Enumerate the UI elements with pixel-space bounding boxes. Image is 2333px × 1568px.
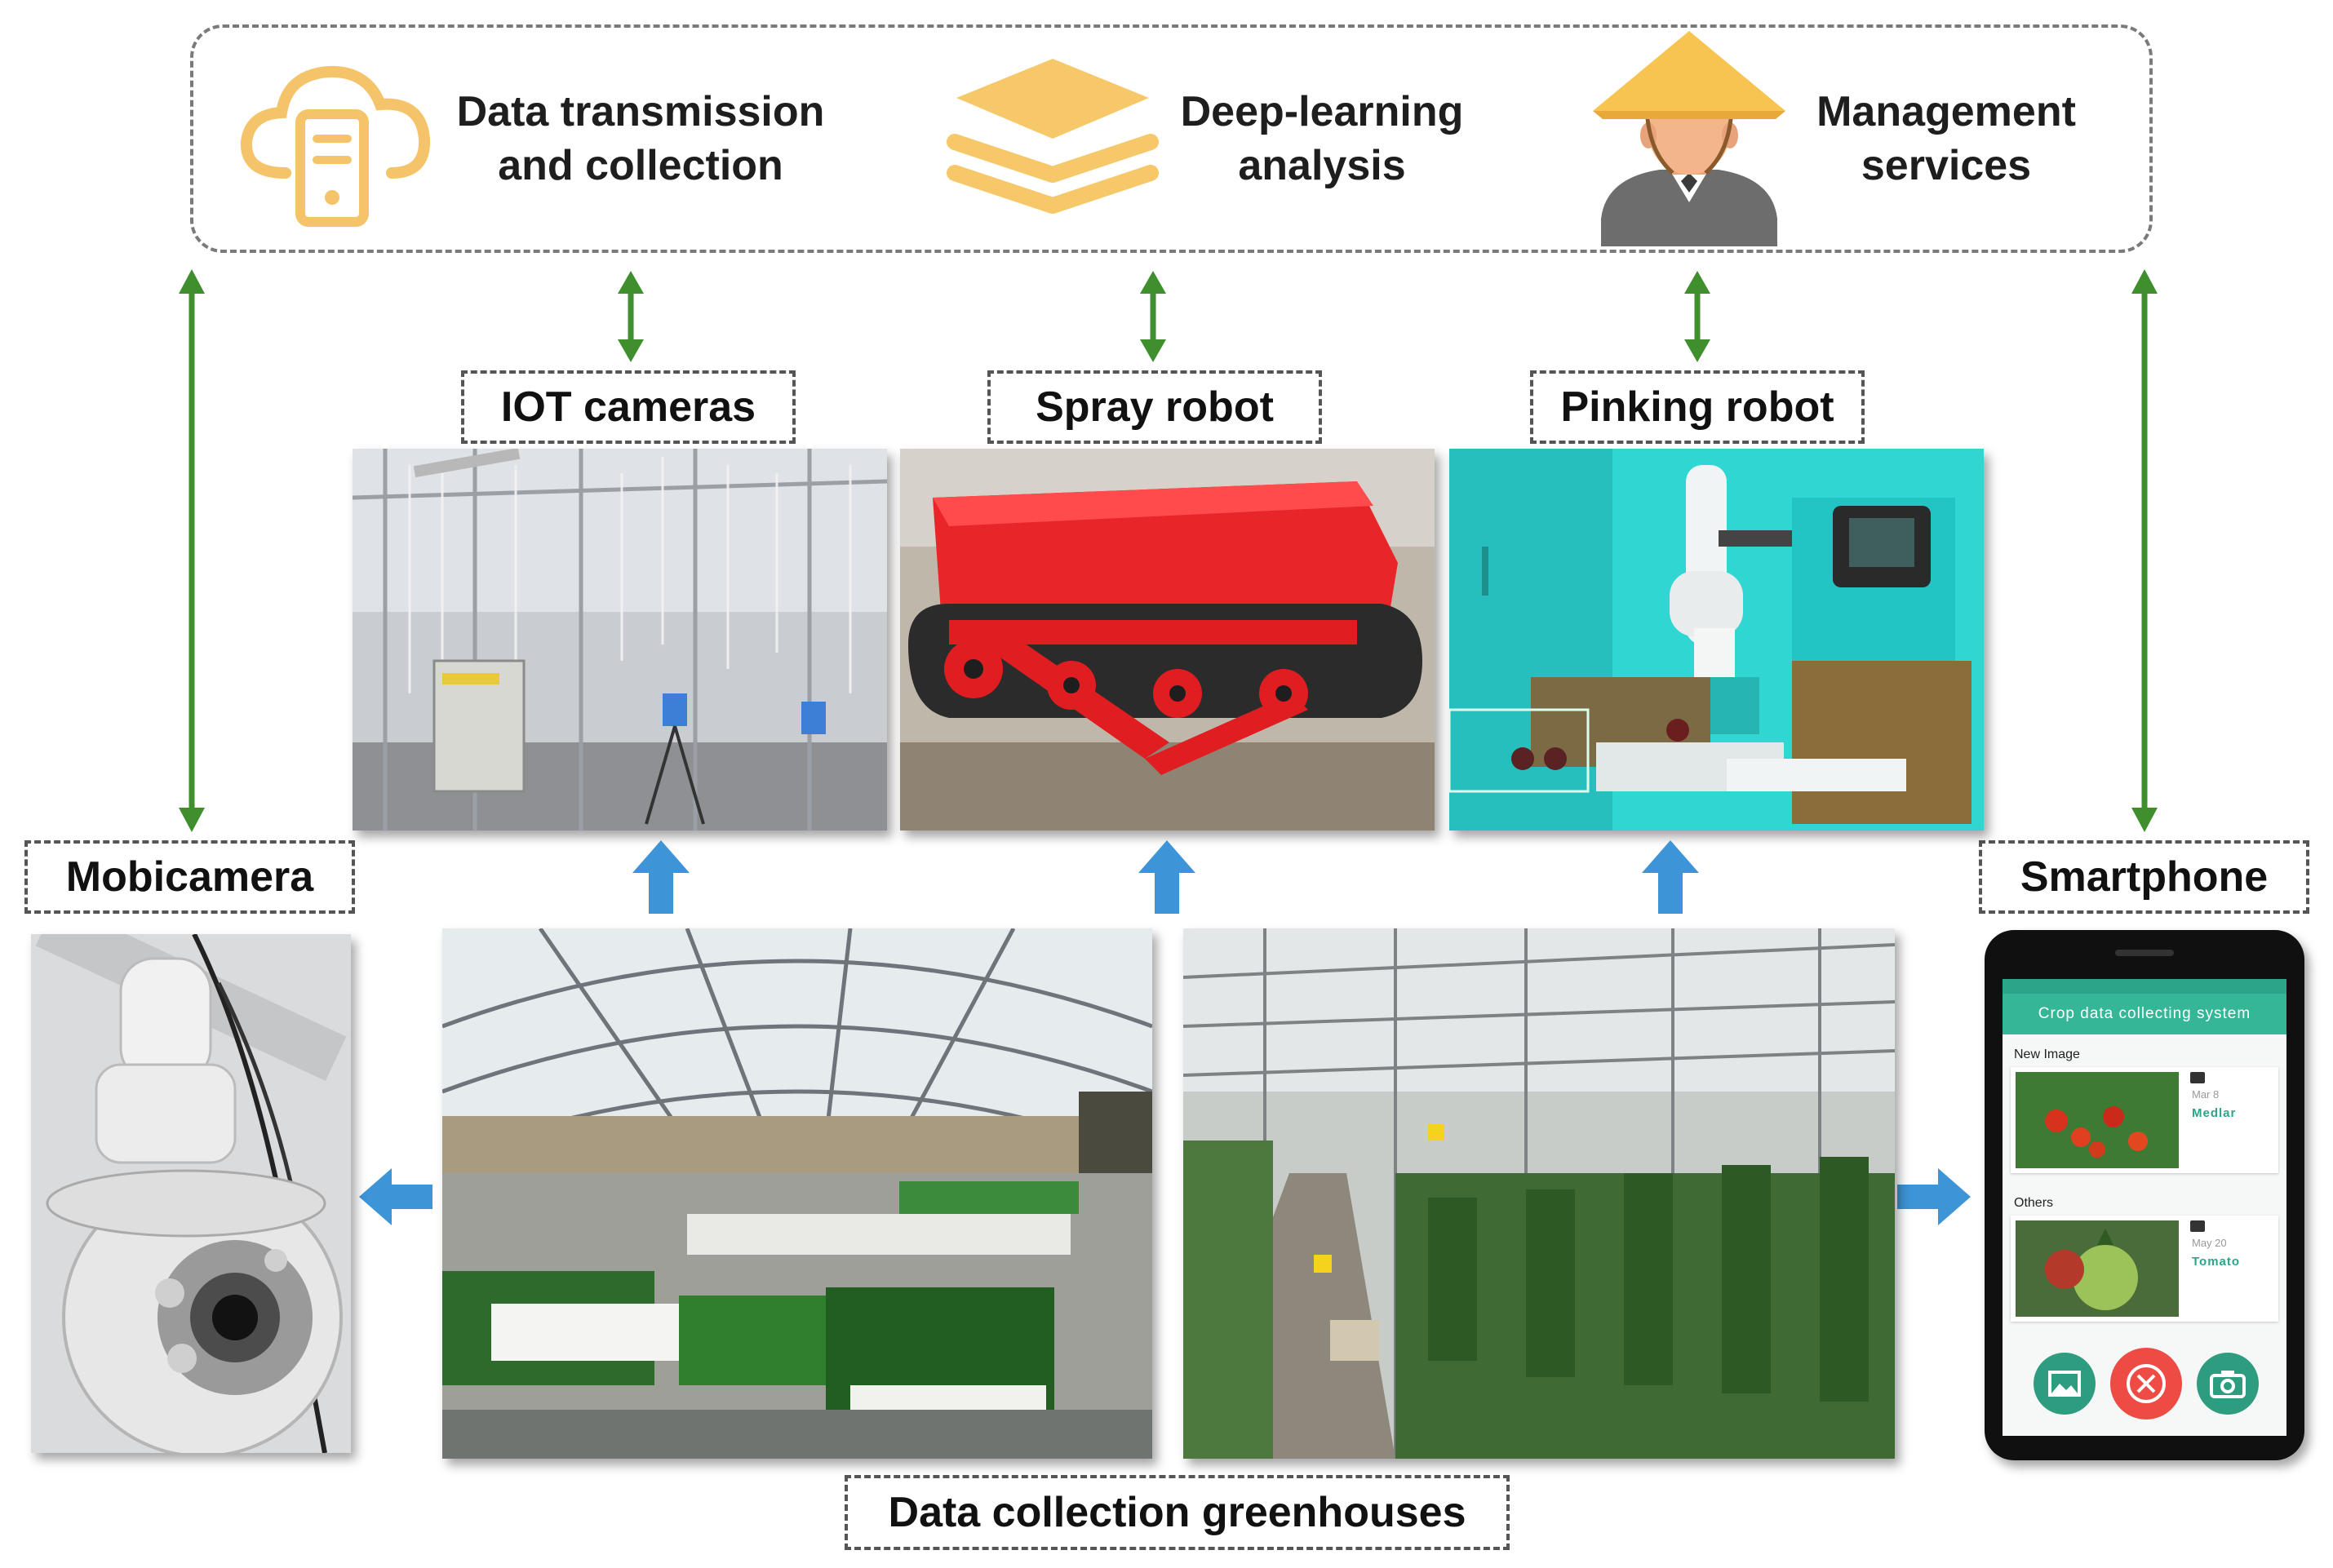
tag-spray-robot: Spray robot (987, 370, 1322, 444)
tag-smartphone: Smartphone (1979, 840, 2309, 914)
card-medlar[interactable]: Mar 8 Medlar (2011, 1067, 2278, 1173)
farmer-avatar-icon (1591, 29, 1787, 246)
tomato-date: May 20 (2192, 1237, 2227, 1249)
tag-iot-cameras: IOT cameras (461, 370, 796, 444)
cloud-server-icon (237, 51, 432, 230)
flow-arrow-right (1897, 1168, 1971, 1225)
flow-arrow-up-2 (1138, 840, 1195, 914)
link-arrow-smartphone (2128, 269, 2161, 832)
layers-stack-icon (947, 51, 1159, 222)
camera-button[interactable] (2197, 1353, 2259, 1415)
service-label-deep-learning: Deep-learning analysis (1180, 88, 1464, 189)
flow-arrow-up-1 (632, 840, 690, 914)
section-new-image: New Image (2014, 1048, 2080, 1061)
photo-mobicamera (31, 934, 351, 1453)
service-label-management: Management services (1816, 88, 2076, 189)
tomato-label: Tomato (2192, 1255, 2241, 1269)
smartphone-device: Crop data collecting system New Image Ma… (1985, 930, 2304, 1460)
photo-greenhouse-2 (1183, 928, 1895, 1459)
gallery-button[interactable] (2034, 1353, 2096, 1415)
image-icon (2048, 1371, 2081, 1397)
link-arrow-spray-robot (1137, 271, 1169, 362)
tag-greenhouses: Data collection greenhouses (845, 1475, 1510, 1550)
service-label-data-transmission: Data transmission and collection (456, 88, 825, 189)
section-others: Others (2014, 1196, 2054, 1210)
close-button[interactable] (2110, 1348, 2182, 1420)
medlar-label: Medlar (2192, 1106, 2237, 1120)
medlar-date: Mar 8 (2192, 1088, 2220, 1101)
photo-spray-robot (900, 449, 1435, 831)
tag-pinking-robot: Pinking robot (1530, 370, 1865, 444)
image-badge-icon (2190, 1220, 2205, 1232)
services-panel (190, 24, 2153, 253)
flow-arrow-up-3 (1642, 840, 1699, 914)
card-tomato[interactable]: May 20 Tomato (2011, 1216, 2278, 1322)
close-icon (2127, 1364, 2166, 1403)
app-title-bar: Crop data collecting system (2003, 994, 2286, 1034)
photo-greenhouse-1 (442, 928, 1152, 1459)
link-arrow-mobicamera (175, 269, 208, 832)
link-arrow-iot-cameras (614, 271, 647, 362)
photo-iot-cameras (353, 449, 887, 831)
flow-arrow-left (359, 1168, 432, 1225)
tag-mobicamera: Mobicamera (24, 840, 355, 914)
link-arrow-pinking-robot (1681, 271, 1714, 362)
photo-pinking-robot (1449, 449, 1984, 831)
image-badge-icon (2190, 1072, 2205, 1083)
camera-icon (2210, 1371, 2246, 1398)
